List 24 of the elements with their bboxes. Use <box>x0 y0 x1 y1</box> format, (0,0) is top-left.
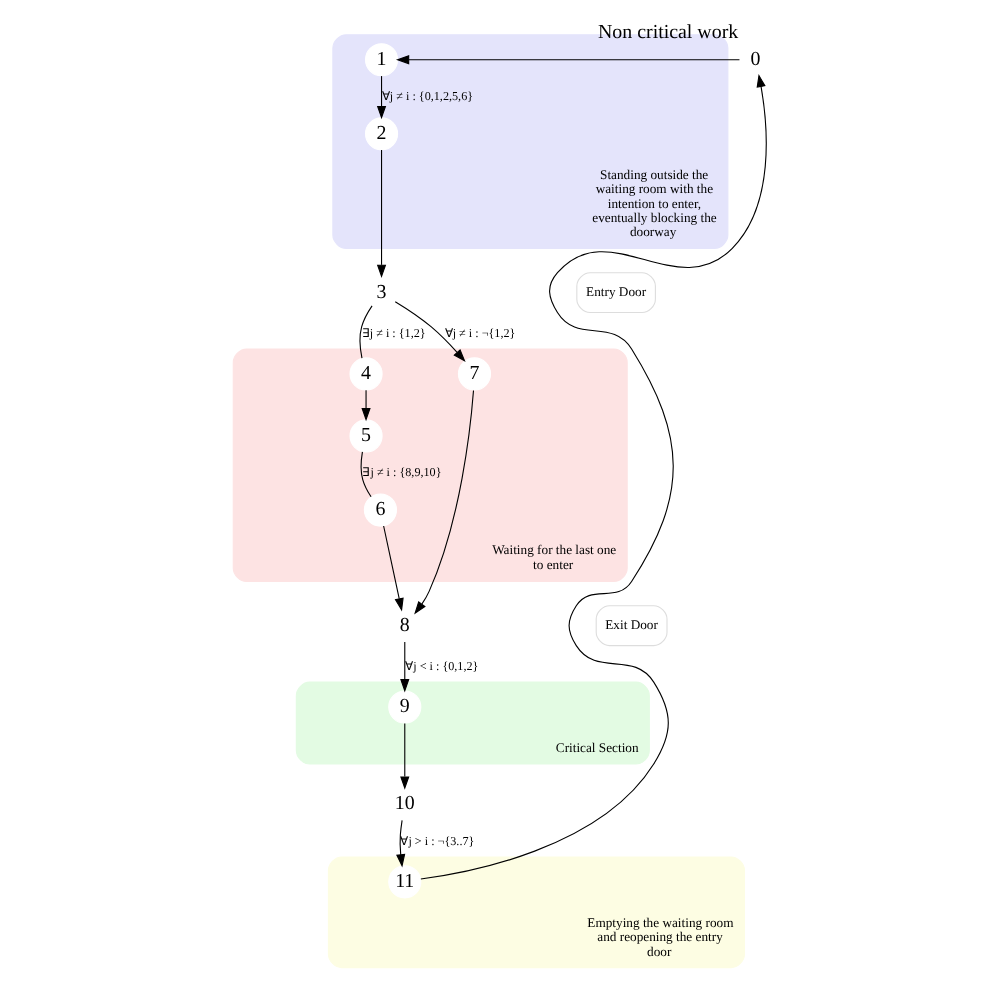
arrow <box>413 389 474 615</box>
arrow <box>382 525 403 612</box>
connector <box>359 451 371 498</box>
arrow <box>394 55 739 65</box>
node-circle: 4 <box>348 357 382 391</box>
node-circle: 1 <box>363 43 398 77</box>
node-circle: 7 <box>456 357 491 391</box>
arrow <box>399 722 409 790</box>
arrow <box>393 301 465 363</box>
arrow <box>419 73 766 880</box>
node-circle: 9 <box>387 690 421 724</box>
arrow <box>399 641 409 693</box>
node-circle: 6 <box>362 493 397 527</box>
node-text: 10 <box>393 793 414 816</box>
arrow <box>375 75 386 120</box>
arrow <box>360 389 370 422</box>
node-circle: 2 <box>363 117 398 151</box>
connector <box>358 305 372 359</box>
node-text: 3 <box>375 281 386 304</box>
node-circle: 11 <box>387 865 421 899</box>
arrow <box>375 149 386 279</box>
node-circle: 5 <box>348 419 382 453</box>
node-text: 0 <box>749 48 760 71</box>
node-text: 8 <box>398 614 409 637</box>
